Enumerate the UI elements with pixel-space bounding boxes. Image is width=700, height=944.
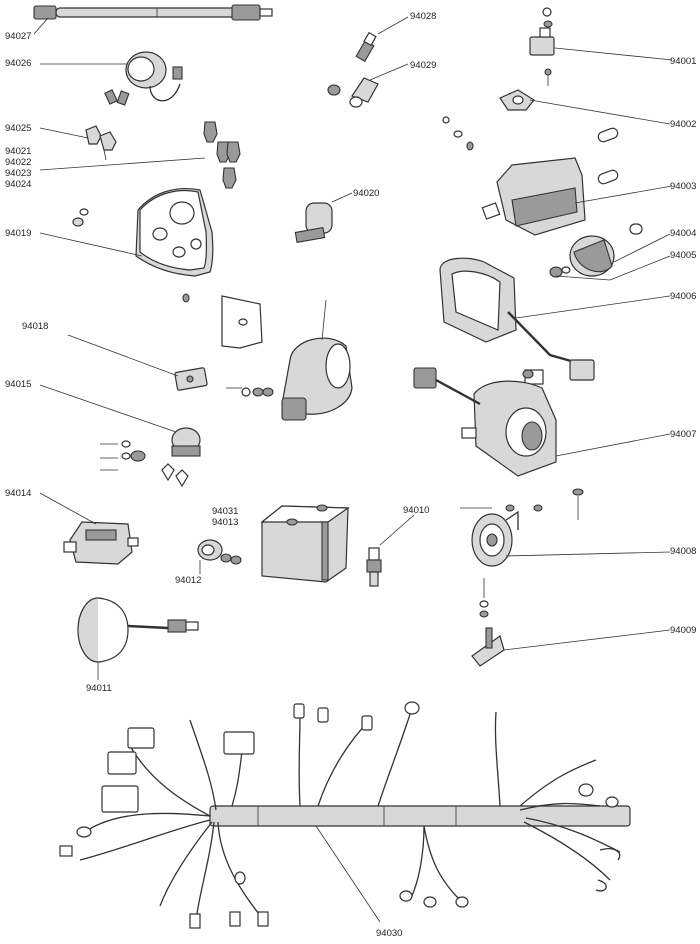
label-94022: 94022 [5, 157, 32, 168]
label-94003: 94003 [670, 181, 697, 192]
label-94020: 94020 [353, 188, 380, 199]
label-94012: 94012 [175, 575, 202, 586]
clamp-drawing [197, 539, 242, 574]
label-94030: 94030 [376, 928, 403, 939]
label-94015: 94015 [5, 379, 32, 390]
relay-drawing [294, 192, 353, 243]
rectifier-drawing [67, 295, 263, 391]
label-94008: 94008 [670, 546, 697, 557]
label-94009: 94009 [670, 625, 697, 636]
speedometer-cable-drawing [33, 4, 273, 35]
control-lamps-drawing [39, 121, 241, 189]
label-94013: 94013 [212, 517, 239, 528]
plug-cap-drawing [327, 63, 409, 108]
indicator-bulbs-drawing [39, 125, 117, 161]
spark-plug-drawing [366, 514, 415, 587]
label-94029: 94029 [410, 60, 437, 71]
bracket-drawing [499, 89, 671, 125]
label-94026: 94026 [5, 58, 32, 69]
label-94002: 94002 [670, 119, 697, 130]
label-94025: 94025 [5, 123, 32, 134]
label-94001: 94001 [670, 56, 697, 67]
label-94023: 94023 [5, 168, 32, 179]
label-94018: 94018 [22, 321, 49, 332]
label-94010: 94010 [403, 505, 430, 516]
instrument-panel-drawing [39, 188, 214, 303]
neutral-switch-drawing [471, 578, 671, 667]
label-94021: 94021 [5, 146, 32, 157]
label-94028: 94028 [410, 11, 437, 22]
wiring-harness-drawing [59, 701, 631, 929]
headlight-drawing [77, 597, 199, 680]
turn-signal-drawing [549, 223, 671, 281]
label-94004: 94004 [670, 228, 697, 239]
starter-motor-drawing [226, 299, 353, 421]
label-94005: 94005 [670, 250, 697, 261]
stop-switch-drawing [529, 7, 673, 86]
right-handlebar-switch-drawing [413, 367, 671, 520]
tail-light-drawing [442, 116, 673, 236]
label-94006: 94006 [670, 291, 697, 302]
regulator-drawing [39, 492, 139, 565]
battery-drawing [260, 504, 350, 583]
label-94024: 94024 [5, 179, 32, 190]
ignition-switch-drawing [39, 384, 201, 488]
label-94031: 94031 [212, 506, 239, 517]
label-94027: 94027 [5, 31, 32, 42]
spark-plug-connector-drawing [355, 16, 409, 63]
label-94007: 94007 [670, 429, 697, 440]
label-94019: 94019 [5, 228, 32, 239]
horn-drawing [460, 504, 671, 567]
speedometer-drawing [40, 51, 183, 106]
left-handlebar-switch-drawing [439, 257, 671, 385]
label-94011: 94011 [86, 683, 112, 694]
label-94014: 94014 [5, 488, 32, 499]
